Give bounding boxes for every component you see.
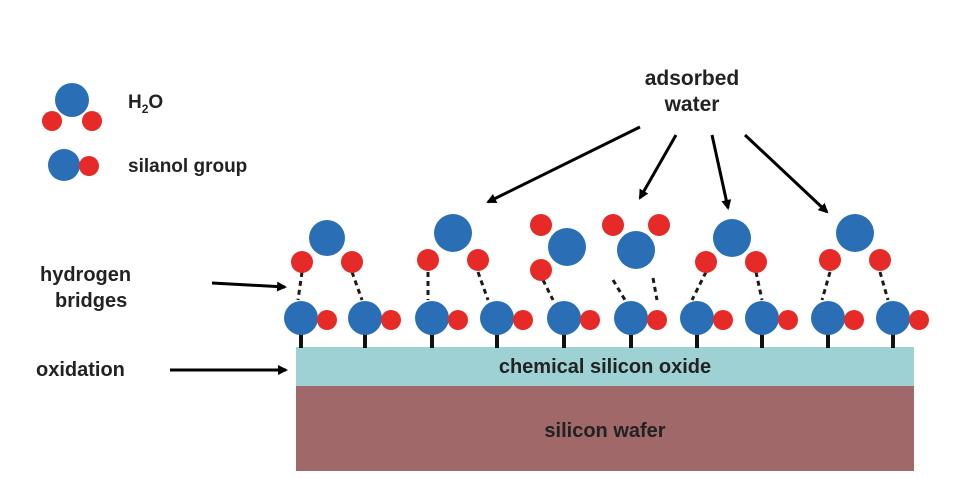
- silanol-group: [680, 301, 733, 348]
- adsorbed-water-arrows: [486, 125, 829, 214]
- legend-silanol-icon: [48, 149, 99, 181]
- legend-silanol-label: silanol group: [128, 156, 247, 177]
- legend-water-molecule-icon: [42, 83, 102, 131]
- hydrogen-bridges-label-line2: bridges: [55, 290, 127, 312]
- adsorbed-water-label-line2: water: [664, 93, 720, 116]
- water-molecule: [819, 214, 891, 271]
- water-molecule: [417, 214, 489, 271]
- water-molecule: [695, 219, 767, 273]
- silanol-group: [284, 301, 337, 348]
- silanol-group: [547, 301, 600, 348]
- silanol-group: [415, 301, 468, 348]
- silicon-oxide-layer: [296, 347, 914, 386]
- silanol-group: [480, 301, 533, 348]
- silanol-group: [614, 301, 667, 348]
- hydrogen-bridges-label-line1: hydrogen: [40, 264, 131, 286]
- silanol-group: [745, 301, 798, 348]
- silanol-group: [348, 301, 401, 348]
- water-molecule: [602, 214, 670, 269]
- wafer-layer-label: silicon wafer: [544, 420, 665, 442]
- silicon-wafer-layer: [296, 386, 914, 471]
- water-molecule: [530, 214, 586, 281]
- legend-water-label: H2O: [128, 92, 163, 116]
- adsorbed-water-label-line1: adsorbed: [645, 67, 740, 90]
- silanol-group: [876, 301, 929, 348]
- adsorbed-water-molecules: [291, 214, 891, 281]
- water-molecule: [291, 220, 363, 273]
- hydrogen-bridges-arrow: [211, 281, 287, 292]
- oxide-layer-label: chemical silicon oxide: [499, 356, 711, 378]
- silanol-group: [811, 301, 864, 348]
- silanol-groups: [284, 301, 929, 348]
- oxidation-label: oxidation: [36, 359, 125, 381]
- hydrogen-bonds: [296, 271, 890, 301]
- legend: H2O silanol group: [42, 83, 247, 181]
